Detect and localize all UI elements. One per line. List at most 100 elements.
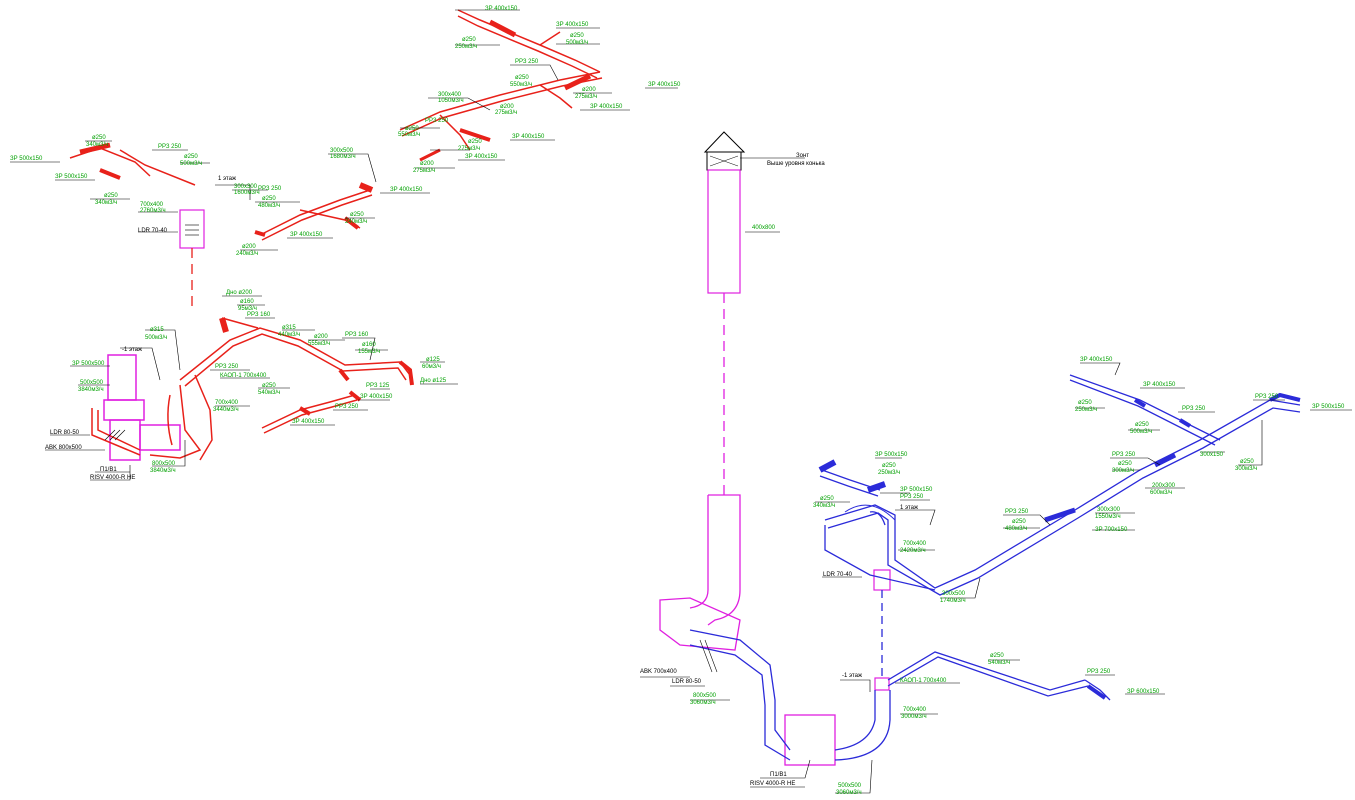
supply-labels: 1 этаж -1 этаж LDR 70-40 LDR 80-50 ABK 8… bbox=[10, 6, 681, 481]
exhaust-system: Зонт Выше уровня конька 400x800 ABK 700x… bbox=[640, 131, 1352, 796]
label-grille: ЗР 400x150 bbox=[590, 104, 623, 110]
label-floor-minus1: -1 этаж bbox=[842, 673, 862, 679]
label-damper: РРЗ 250 bbox=[1005, 509, 1029, 515]
label-flow: 275м3/ч bbox=[413, 168, 435, 174]
label-diameter: ø250 bbox=[515, 75, 529, 81]
label-grille: ЗР 600x150 bbox=[1127, 689, 1160, 695]
label-damper: РРЗ 250 bbox=[1255, 394, 1279, 400]
label-flow: 275м3/ч bbox=[458, 146, 480, 152]
label-diameter: ø250 bbox=[262, 383, 276, 389]
label-flow: 240м3/ч bbox=[236, 251, 258, 257]
label-damper: РРЗ 250 bbox=[215, 364, 239, 370]
label-diameter: ø315 bbox=[282, 325, 296, 331]
label-flow: 3060м3/ч bbox=[836, 790, 862, 796]
supply-ducts bbox=[69, 9, 603, 434]
label-flow: 3440м3/ч bbox=[213, 407, 239, 413]
label-abk: ABK 700x400 bbox=[640, 669, 677, 675]
label-grille: ЗР 500x500 bbox=[72, 361, 105, 367]
label-floor-minus1: -1 этаж bbox=[122, 347, 142, 353]
label-flow: 2760м3/ч bbox=[140, 208, 166, 214]
label-dim: 300x400 bbox=[438, 92, 462, 98]
label-bottom: Дно ø125 bbox=[420, 378, 447, 384]
label-flow: 340м3/ч bbox=[813, 503, 835, 509]
label-flow: 555м3/ч bbox=[308, 341, 330, 347]
label-grille: ЗР 400x150 bbox=[390, 187, 423, 193]
label-flow: 440м3/ч bbox=[278, 332, 300, 338]
label-flow: 550м3/ч bbox=[510, 82, 532, 88]
label-dim: 300x500 bbox=[942, 591, 966, 597]
label-grille: ЗР 700x150 bbox=[1095, 527, 1128, 533]
label-dim: 700x400 bbox=[140, 202, 164, 208]
label-damper: РРЗ 250 bbox=[335, 404, 359, 410]
label-damper: РРЗ 250 bbox=[158, 144, 182, 150]
supply-equipment bbox=[91, 209, 213, 461]
label-flow: 480м3/ч bbox=[1005, 526, 1027, 532]
label-kaop: КАОП-1 700x400 bbox=[900, 678, 947, 684]
label-grille: ЗР 400x150 bbox=[1080, 357, 1113, 363]
label-damper: РРЗ 250 bbox=[425, 118, 449, 124]
label-unit: П1/В1 bbox=[770, 772, 787, 778]
label-damper: РРЗ 250 bbox=[515, 59, 539, 65]
label-flow: 250м3/ч bbox=[455, 44, 477, 50]
label-grille: ЗР 500x150 bbox=[900, 487, 933, 493]
label-diameter: ø315 bbox=[150, 327, 164, 333]
label-diameter: ø125 bbox=[426, 357, 440, 363]
label-dim: 700x400 bbox=[215, 400, 239, 406]
label-grille: ЗР 400x150 bbox=[360, 394, 393, 400]
label-diameter: ø250 bbox=[1078, 400, 1092, 406]
label-flow: 155м3/ч bbox=[358, 349, 380, 355]
label-abk: ABK 800x500 bbox=[45, 445, 82, 451]
label-dim: 500x500 bbox=[80, 380, 104, 386]
label-flow: 300м3/ч bbox=[1112, 468, 1134, 474]
label-flow: 550м3/ч bbox=[398, 132, 420, 138]
label-diameter: ø250 bbox=[1118, 461, 1132, 467]
label-flow: 3000м3/ч bbox=[901, 714, 927, 720]
label-diameter: ø250 bbox=[92, 135, 106, 141]
label-diameter: ø250 bbox=[350, 212, 364, 218]
label-diameter: ø250 bbox=[405, 126, 419, 132]
label-bottom: Дно ø200 bbox=[226, 290, 253, 296]
label-floor1: 1 этаж bbox=[900, 505, 918, 511]
label-above-ridge: Выше уровня конька bbox=[767, 161, 825, 167]
label-dim: 300x150 bbox=[1200, 452, 1224, 458]
label-damper: РРЗ 250 bbox=[1182, 406, 1206, 412]
label-grille: ЗР 500x150 bbox=[55, 174, 88, 180]
label-grille: ЗР 400x150 bbox=[648, 82, 681, 88]
label-flow: 1600м3/ч bbox=[234, 190, 260, 196]
label-diameter: ø200 bbox=[314, 334, 328, 340]
label-flow: 1550м3/ч bbox=[1095, 514, 1121, 520]
label-flow: 2420м3/ч bbox=[900, 548, 926, 554]
label-diameter: ø200 bbox=[420, 161, 434, 167]
label-grille: ЗР 400x150 bbox=[556, 22, 589, 28]
label-diameter: ø250 bbox=[262, 196, 276, 202]
label-kaop: КАОП-1 700x400 bbox=[220, 373, 267, 379]
label-diameter: ø250 bbox=[1135, 422, 1149, 428]
label-diameter: ø160 bbox=[362, 342, 376, 348]
label-flow: 240м3/ч bbox=[345, 219, 367, 225]
label-grille: ЗР 400x150 bbox=[485, 6, 518, 12]
label-dim: 500x500 bbox=[838, 783, 862, 789]
label-flow: 480м3/ч bbox=[258, 203, 280, 209]
label-flow: 250м3/ч bbox=[878, 470, 900, 476]
label-dim: 700x400 bbox=[903, 541, 927, 547]
label-dim: 400x800 bbox=[752, 225, 776, 231]
label-damper: РРЗ 160 bbox=[247, 312, 271, 318]
label-damper: РРЗ 125 bbox=[366, 383, 390, 389]
label-grille: ЗР 400x150 bbox=[465, 154, 498, 160]
label-flow: 340м3/ч bbox=[86, 142, 108, 148]
label-diameter: ø250 bbox=[1012, 519, 1026, 525]
label-flow: 250м3/ч bbox=[1075, 407, 1097, 413]
label-dim: 300x500 bbox=[330, 148, 354, 154]
label-flow: 500м3/ч bbox=[566, 40, 588, 46]
label-ldr70: LDR 70-40 bbox=[823, 572, 853, 578]
label-unit-model: RISV 4000-R HE bbox=[750, 781, 795, 787]
label-diameter: ø250 bbox=[1240, 459, 1254, 465]
label-diameter: ø250 bbox=[462, 37, 476, 43]
label-diameter: ø250 bbox=[990, 653, 1004, 659]
label-damper: РРЗ 250 bbox=[1112, 452, 1136, 458]
label-flow: 3060м3/ч bbox=[690, 700, 716, 706]
label-flow: 540м3/ч bbox=[988, 660, 1010, 666]
label-grille: ЗР 500x150 bbox=[10, 156, 43, 162]
label-flow: 1680м3/ч bbox=[330, 154, 356, 160]
